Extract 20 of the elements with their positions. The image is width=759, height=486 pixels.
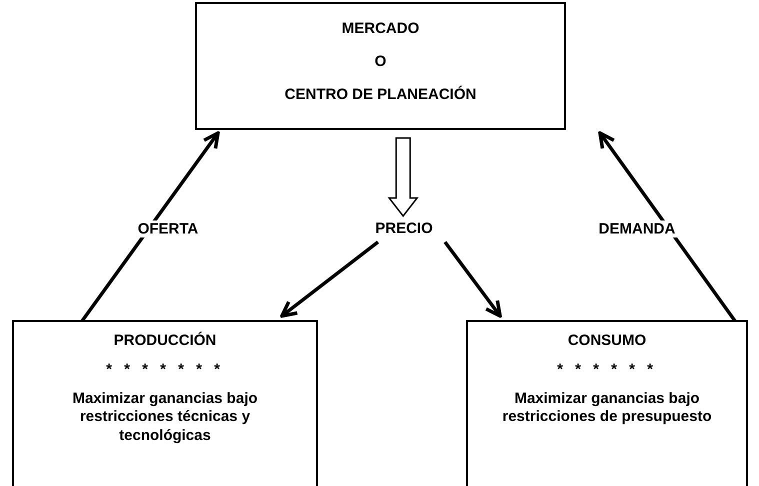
body-text: Maximizar ganancias bajo restricciones técnicas y tecnológicas (71, 390, 259, 446)
arrow (444, 240, 502, 318)
edge-label: DEMANDA (596, 220, 678, 238)
heading-text: MERCADO (342, 20, 420, 39)
text-box (12, 320, 318, 486)
text-box (195, 2, 566, 130)
heading-text: CONSUMO (568, 332, 646, 351)
text-box (466, 320, 748, 486)
separator-stars: * * * * * * (557, 360, 657, 380)
body-text: Maximizar ganancias bajo restricciones de presupuesto (501, 390, 713, 427)
edge-label: OFERTA (136, 220, 200, 238)
arrow (598, 131, 736, 322)
body-text: O (374, 52, 386, 72)
heading-text: PRODUCCIÓN (114, 332, 216, 351)
separator-stars: * * * * * * * (106, 360, 224, 380)
arrow (80, 131, 220, 322)
hollow-arrow (388, 137, 419, 218)
heading-text: PRECIO (375, 220, 433, 238)
arrow (280, 240, 380, 318)
body-text: CENTRO DE PLANEACIÓN (284, 86, 476, 104)
